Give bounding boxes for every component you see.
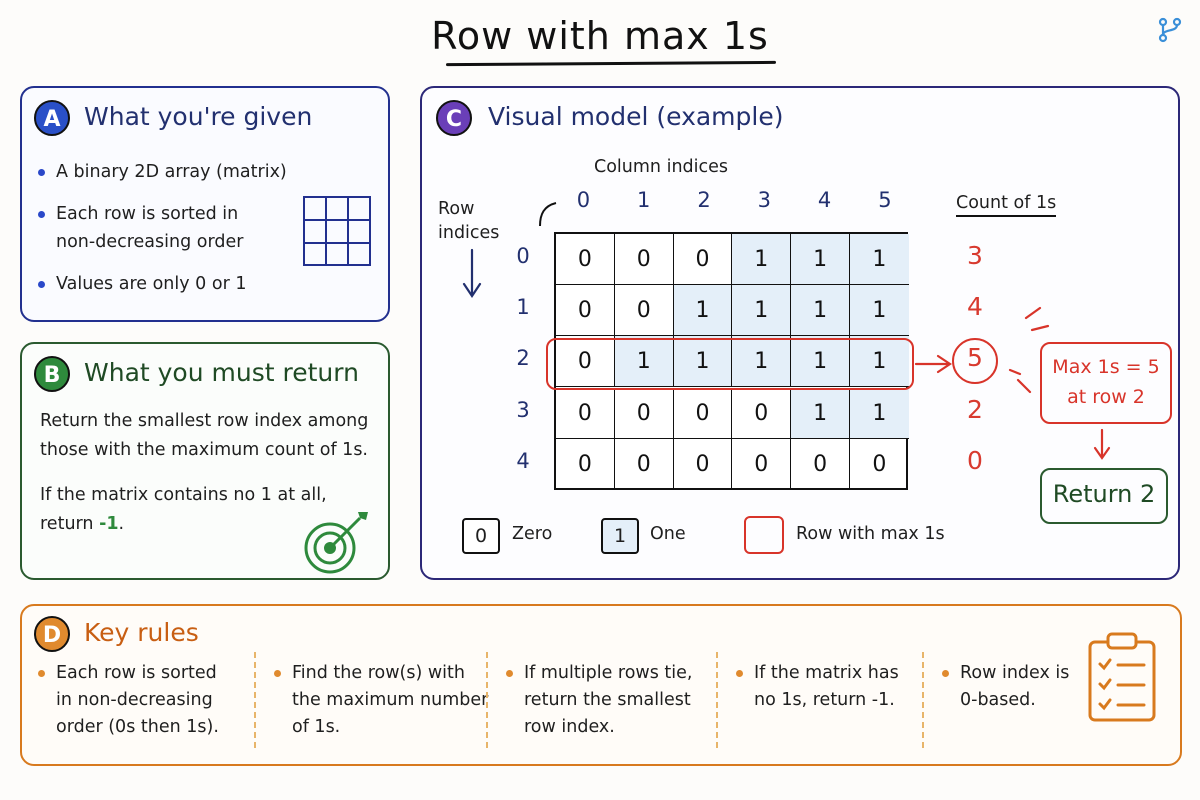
matrix-cell: 1	[850, 336, 909, 388]
matrix-cell: 1	[791, 387, 850, 439]
given-item: A binary 2D array (matrix)	[38, 158, 308, 186]
matrix-cell: 0	[732, 438, 792, 490]
rule-item: Each row is sorted in non-decreasing ord…	[38, 660, 219, 741]
given-item: Values are only 0 or 1	[38, 270, 308, 298]
matrix-cell: 0	[614, 234, 674, 285]
row-index: 2	[516, 346, 530, 371]
rule-divider	[716, 652, 718, 748]
matrix-cell: 0	[614, 285, 674, 337]
grid-icon	[303, 196, 371, 266]
badge-a: A	[34, 100, 70, 136]
column-indices-label: Column indices	[594, 157, 729, 177]
matrix-cell: 0	[732, 387, 792, 439]
clipboard-checklist-icon	[1088, 632, 1156, 722]
return-heading: What you must return	[84, 358, 359, 387]
row-count: 3	[967, 241, 983, 270]
badge-b: B	[34, 356, 70, 392]
row-index: 0	[516, 244, 530, 268]
matrix-cell: 1	[791, 234, 850, 285]
row-count: 4	[967, 292, 983, 322]
matrix-cell: 1	[732, 336, 792, 388]
key-rules-heading: Key rules	[84, 618, 199, 647]
column-index: 0	[576, 188, 591, 212]
rule-divider	[922, 652, 924, 748]
column-index: 1	[637, 188, 651, 212]
arrow-down-icon	[462, 248, 482, 298]
max-callout-text: Max 1s = 5 at row 2	[1052, 356, 1160, 408]
legend-one-label: One	[650, 524, 686, 544]
matrix-cell: 0	[674, 438, 733, 490]
no-ones-text: If the matrix contains no 1 at all, retu…	[40, 485, 327, 534]
matrix-cell: 0	[872, 451, 887, 477]
column-index: 5	[878, 188, 892, 212]
legend-zero-label: Zero	[512, 524, 553, 544]
max-count-circle	[952, 338, 998, 384]
legend-row-box	[744, 516, 784, 554]
matrix-cell: 0	[673, 234, 733, 285]
page-title: Row with max 1s	[431, 14, 769, 58]
matrix-cell: 1	[673, 336, 733, 388]
branch-icon	[1158, 17, 1182, 43]
column-index: 2	[697, 188, 711, 212]
matrix-cell: 0	[556, 234, 615, 285]
column-index: 4	[817, 188, 832, 212]
given-item: Each row is sorted in non-decreasing ord…	[38, 200, 308, 256]
row-indices-label: Row indices	[438, 199, 500, 243]
emphasis-marks	[1008, 306, 1050, 394]
title-underline	[445, 60, 777, 67]
row-index: 3	[516, 397, 530, 422]
return-panel	[20, 342, 390, 580]
matrix-cell: 1	[732, 234, 792, 285]
matrix-cell: 0	[556, 438, 615, 490]
corner-curve	[539, 202, 557, 227]
return-result-label: Return 2	[1052, 480, 1156, 508]
matrix-cell: 1	[673, 285, 733, 337]
matrix-cell: 1	[850, 285, 909, 337]
max-callout-box	[1040, 342, 1172, 424]
matrix-cell: 0	[673, 387, 733, 439]
rule-divider	[486, 652, 488, 748]
given-heading: What you're given	[84, 102, 313, 131]
row-count: 0	[967, 445, 983, 475]
legend-one-box: 1	[601, 518, 639, 554]
arrow-down-icon	[1093, 428, 1111, 460]
legend-row-label: Row with max 1s	[796, 524, 945, 544]
matrix-cell: 0	[556, 387, 615, 439]
matrix-cell: 1	[791, 336, 850, 388]
matrix-cell: 0	[556, 336, 615, 388]
row-index: 1	[516, 295, 530, 320]
row-index: 4	[516, 448, 530, 473]
matrix-cell: 0	[615, 438, 674, 490]
matrix-cell: 0	[614, 387, 674, 439]
column-index: 3	[757, 188, 771, 212]
matrix-cell: 1	[791, 285, 850, 337]
rule-item: If multiple rows tie, return the smalles…	[506, 660, 692, 741]
badge-c: C	[436, 100, 472, 136]
visual-model-heading: Visual model (example)	[488, 102, 784, 131]
given-list: A binary 2D array (matrix) Each row is s…	[38, 158, 308, 298]
matrix-cell: 0	[791, 438, 850, 490]
rule-item: If the matrix has no 1s, return -1.	[736, 660, 899, 714]
matrix-cell: 1	[732, 285, 792, 337]
legend-zero-box: 0	[462, 518, 500, 554]
matrix-cell: 1	[850, 387, 909, 439]
max-row-highlight	[546, 338, 914, 390]
arrow-right-icon	[914, 354, 952, 374]
return-text: Return the smallest row index among thos…	[40, 411, 369, 460]
matrix-cell: 1	[850, 234, 909, 285]
rule-item: Find the row(s) with the maximum number …	[274, 660, 488, 741]
rule-item: Row index is 0-based.	[942, 660, 1069, 714]
key-rules-panel	[20, 604, 1182, 766]
matrix-cell: 1	[614, 336, 674, 388]
count-of-ones-label: Count of 1s	[956, 193, 1057, 217]
matrix-cell: 0	[556, 285, 615, 337]
return-result-box	[1040, 468, 1168, 524]
target-icon	[304, 512, 368, 574]
minus-one-value: -1	[99, 514, 119, 534]
badge-d: D	[34, 616, 70, 652]
rule-divider	[254, 652, 256, 748]
row-count: 2	[967, 394, 983, 424]
given-panel	[20, 86, 390, 322]
